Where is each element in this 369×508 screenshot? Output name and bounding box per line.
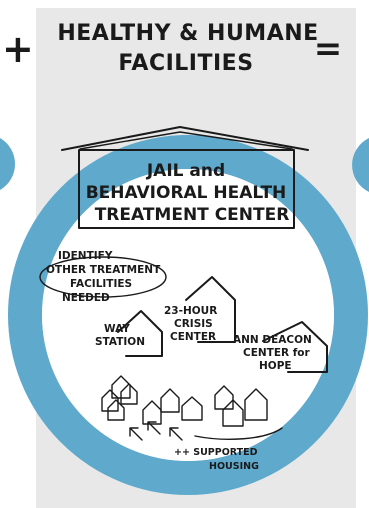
left-partial-circle <box>0 138 16 190</box>
identify-line2: OTHER TREATMENT <box>46 264 161 276</box>
jail-line3: TREATMENT CENTER <box>95 205 290 225</box>
header-title-line2: FACILITIES <box>118 51 253 76</box>
crisis-line2: CRISIS <box>174 318 213 330</box>
jail-roof <box>61 126 309 151</box>
ann-deacon-line1: ANN DEACON <box>233 334 312 346</box>
small-house-icon <box>142 400 162 425</box>
crisis-line3: CENTER <box>170 331 216 343</box>
header-title-line1: HEALTHY & HUMANE <box>57 21 318 46</box>
small-house-icon <box>111 375 131 399</box>
small-house-icon <box>181 396 203 421</box>
crisis-house-icon <box>185 276 236 343</box>
identify-line4: NEEDED <box>62 292 110 304</box>
identify-note-outline <box>39 256 167 298</box>
ann-deacon-line3: HOPE <box>259 360 292 372</box>
housing-line1: ++ SUPPORTED <box>174 447 258 458</box>
identify-line3: FACILITIES <box>70 278 132 290</box>
housing-line2: HOUSING <box>209 461 259 472</box>
jail-box <box>78 149 295 229</box>
small-house-icon <box>101 389 119 412</box>
crisis-line1: 23-HOUR <box>164 305 217 317</box>
small-house-icon <box>244 388 268 421</box>
way-station-line1: WAY <box>104 323 130 335</box>
small-house-icon <box>160 388 180 413</box>
jail-building <box>61 126 309 229</box>
identify-line1: IDENTIFY <box>58 250 113 262</box>
jail-roof-inner <box>79 131 293 150</box>
way-station-line2: STATION <box>95 336 145 348</box>
plus-symbol: + <box>2 27 34 71</box>
arrow-icon <box>169 427 183 441</box>
equals-symbol: = <box>314 29 343 69</box>
jail-line1: JAIL and <box>146 161 225 181</box>
small-house-icon <box>222 399 244 427</box>
small-house-icon <box>107 399 125 421</box>
jail-line2: BEHAVIORAL HEALTH <box>86 183 287 203</box>
ring-interior <box>42 169 334 461</box>
right-partial-circle <box>352 138 369 192</box>
small-house-icon <box>214 385 234 410</box>
supported-housing-cluster <box>101 375 268 427</box>
ann-deacon-house-icon <box>262 321 328 373</box>
housing-arrows <box>129 421 283 441</box>
arrow-icon <box>129 427 143 441</box>
small-house-icon <box>120 383 138 405</box>
swoosh-line <box>194 427 283 440</box>
way-station-house-icon <box>117 310 163 357</box>
ann-deacon-line2: CENTER for <box>243 347 311 359</box>
facilities-ring <box>8 135 368 495</box>
arrow-icon <box>147 421 161 435</box>
